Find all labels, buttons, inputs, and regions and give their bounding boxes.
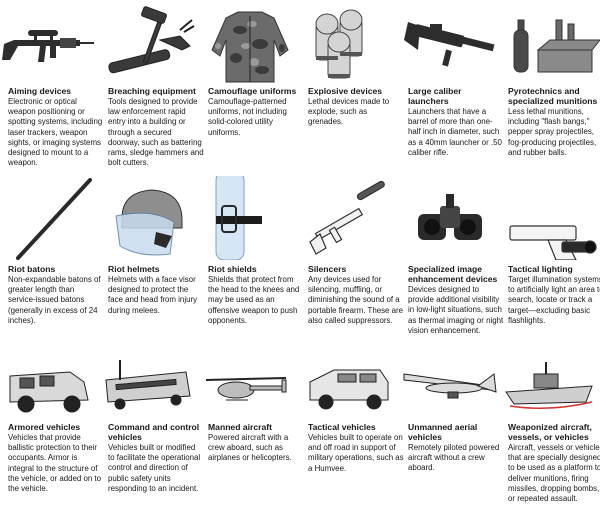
- item-breaching-equipment: Breaching equipment Tools designed to pr…: [100, 0, 204, 170]
- item-description: Aircraft, vessels or vehicles that are s…: [508, 443, 600, 504]
- item-title: Manned aircraft: [208, 422, 272, 432]
- item-description: Helmets with a face visor designed to pr…: [108, 275, 198, 315]
- item-pyrotechnics: Pyrotechnics and specialized munitions L…: [500, 0, 600, 170]
- item-armored-vehicles: Armored vehicles Vehicles that provide b…: [0, 356, 101, 523]
- item-title: Riot shields: [208, 264, 257, 274]
- armored-vehicle-icon: [0, 356, 100, 416]
- item-weaponized-vehicles: Weaponized aircraft, vessels, or vehicle…: [500, 356, 600, 523]
- item-title: Explosive devices: [308, 86, 383, 96]
- night-vision-goggles-icon: [400, 176, 500, 260]
- item-description: Devices designed to provide additional v…: [408, 285, 504, 335]
- item-title: Breaching equipment: [108, 86, 196, 96]
- item-description: Powered aircraft with a crew aboard, suc…: [208, 433, 292, 463]
- pistol-with-light-icon: [500, 176, 600, 260]
- item-title: Unmanned aerial vehicles: [408, 422, 478, 442]
- camouflage-jacket-icon: [200, 0, 300, 84]
- item-description: Vehicles built to operate on and off roa…: [308, 433, 404, 473]
- item-description: Launchers that have a barrel of more tha…: [408, 107, 502, 157]
- item-title: Large caliber launchers: [408, 86, 462, 106]
- armed-boat-icon: [500, 356, 600, 416]
- silenced-rifle-icon: [300, 176, 400, 260]
- item-description: Any devices used for silencing, muffling…: [308, 275, 404, 325]
- item-tactical-vehicles: Tactical vehicles Vehicles built to oper…: [300, 356, 404, 523]
- item-description: Less lethal munitions, including "flash …: [508, 107, 597, 157]
- item-tactical-lighting: Tactical lighting Target illumination sy…: [500, 176, 600, 356]
- riot-shield-icon: [200, 176, 300, 260]
- item-aiming-devices: Aiming devices Electronic or optical wea…: [0, 0, 102, 170]
- riot-helmet-icon: [100, 176, 200, 260]
- item-title: Aiming devices: [8, 86, 72, 96]
- item-description: Lethal devices made to explode, such as …: [308, 97, 390, 127]
- item-title: Tactical vehicles: [308, 422, 376, 432]
- item-title: Silencers: [308, 264, 347, 274]
- drone-icon: [400, 356, 500, 416]
- item-title: Pyrotechnics and specialized munitions: [508, 86, 598, 106]
- item-manned-aircraft: Manned aircraft Powered aircraft with a …: [200, 356, 300, 523]
- item-title: Camouflage uniforms: [208, 86, 297, 96]
- item-riot-batons: Riot batons Non-expandable batons of gre…: [0, 176, 101, 356]
- item-large-caliber-launchers: Large caliber launchers Launchers that h…: [400, 0, 502, 170]
- item-title: Command and control vehicles: [108, 422, 200, 442]
- baton-icon: [0, 176, 100, 260]
- item-explosive-devices: Explosive devices Lethal devices made to…: [300, 0, 400, 170]
- item-riot-shields: Riot shields Shields that protect from t…: [200, 176, 300, 356]
- item-command-vehicles: Command and control vehicles Vehicles bu…: [100, 356, 200, 523]
- item-description: Non-expandable batons of greater length …: [8, 275, 101, 325]
- item-description: Tools designed to provide law enforcemen…: [108, 97, 204, 168]
- battering-ram-icon: [100, 0, 200, 84]
- item-title: Armored vehicles: [8, 422, 81, 432]
- item-riot-helmets: Riot helmets Helmets with a face visor d…: [100, 176, 200, 356]
- grenades-icon: [300, 0, 400, 84]
- item-camouflage-uniforms: Camouflage uniforms Camouflage-patterned…: [200, 0, 300, 170]
- item-description: Vehicles built or modified to facilitate…: [108, 443, 201, 493]
- item-description: Shields that protect from the head to th…: [208, 275, 300, 325]
- item-title: Riot batons: [8, 264, 56, 274]
- item-description: Remotely piloted powered aircraft withou…: [408, 443, 500, 473]
- item-title: Riot helmets: [108, 264, 160, 274]
- helicopter-icon: [200, 356, 300, 416]
- flashbang-munitions-icon: [500, 0, 600, 84]
- item-title: Specialized image enhancement devices: [408, 264, 498, 284]
- item-title: Weaponized aircraft, vessels, or vehicle…: [508, 422, 592, 442]
- item-silencers: Silencers Any devices used for silencing…: [300, 176, 403, 356]
- command-bus-icon: [100, 356, 200, 416]
- item-description: Vehicles that provide ballistic protecti…: [8, 433, 102, 494]
- grenade-launcher-icon: [400, 0, 500, 84]
- item-description: Electronic or optical weapon positioning…: [8, 97, 103, 168]
- item-image-enhancement: Specialized image enhancement devices De…: [400, 176, 503, 356]
- rifle-with-scope-icon: [0, 0, 100, 84]
- item-description: Camouflage-patterned uniforms, not inclu…: [208, 97, 287, 137]
- humvee-icon: [300, 356, 400, 416]
- item-description: Target illumination systems to artificia…: [508, 275, 600, 325]
- item-unmanned-aerial-vehicles: Unmanned aerial vehicles Remotely pilote…: [400, 356, 500, 523]
- item-title: Tactical lighting: [508, 264, 573, 274]
